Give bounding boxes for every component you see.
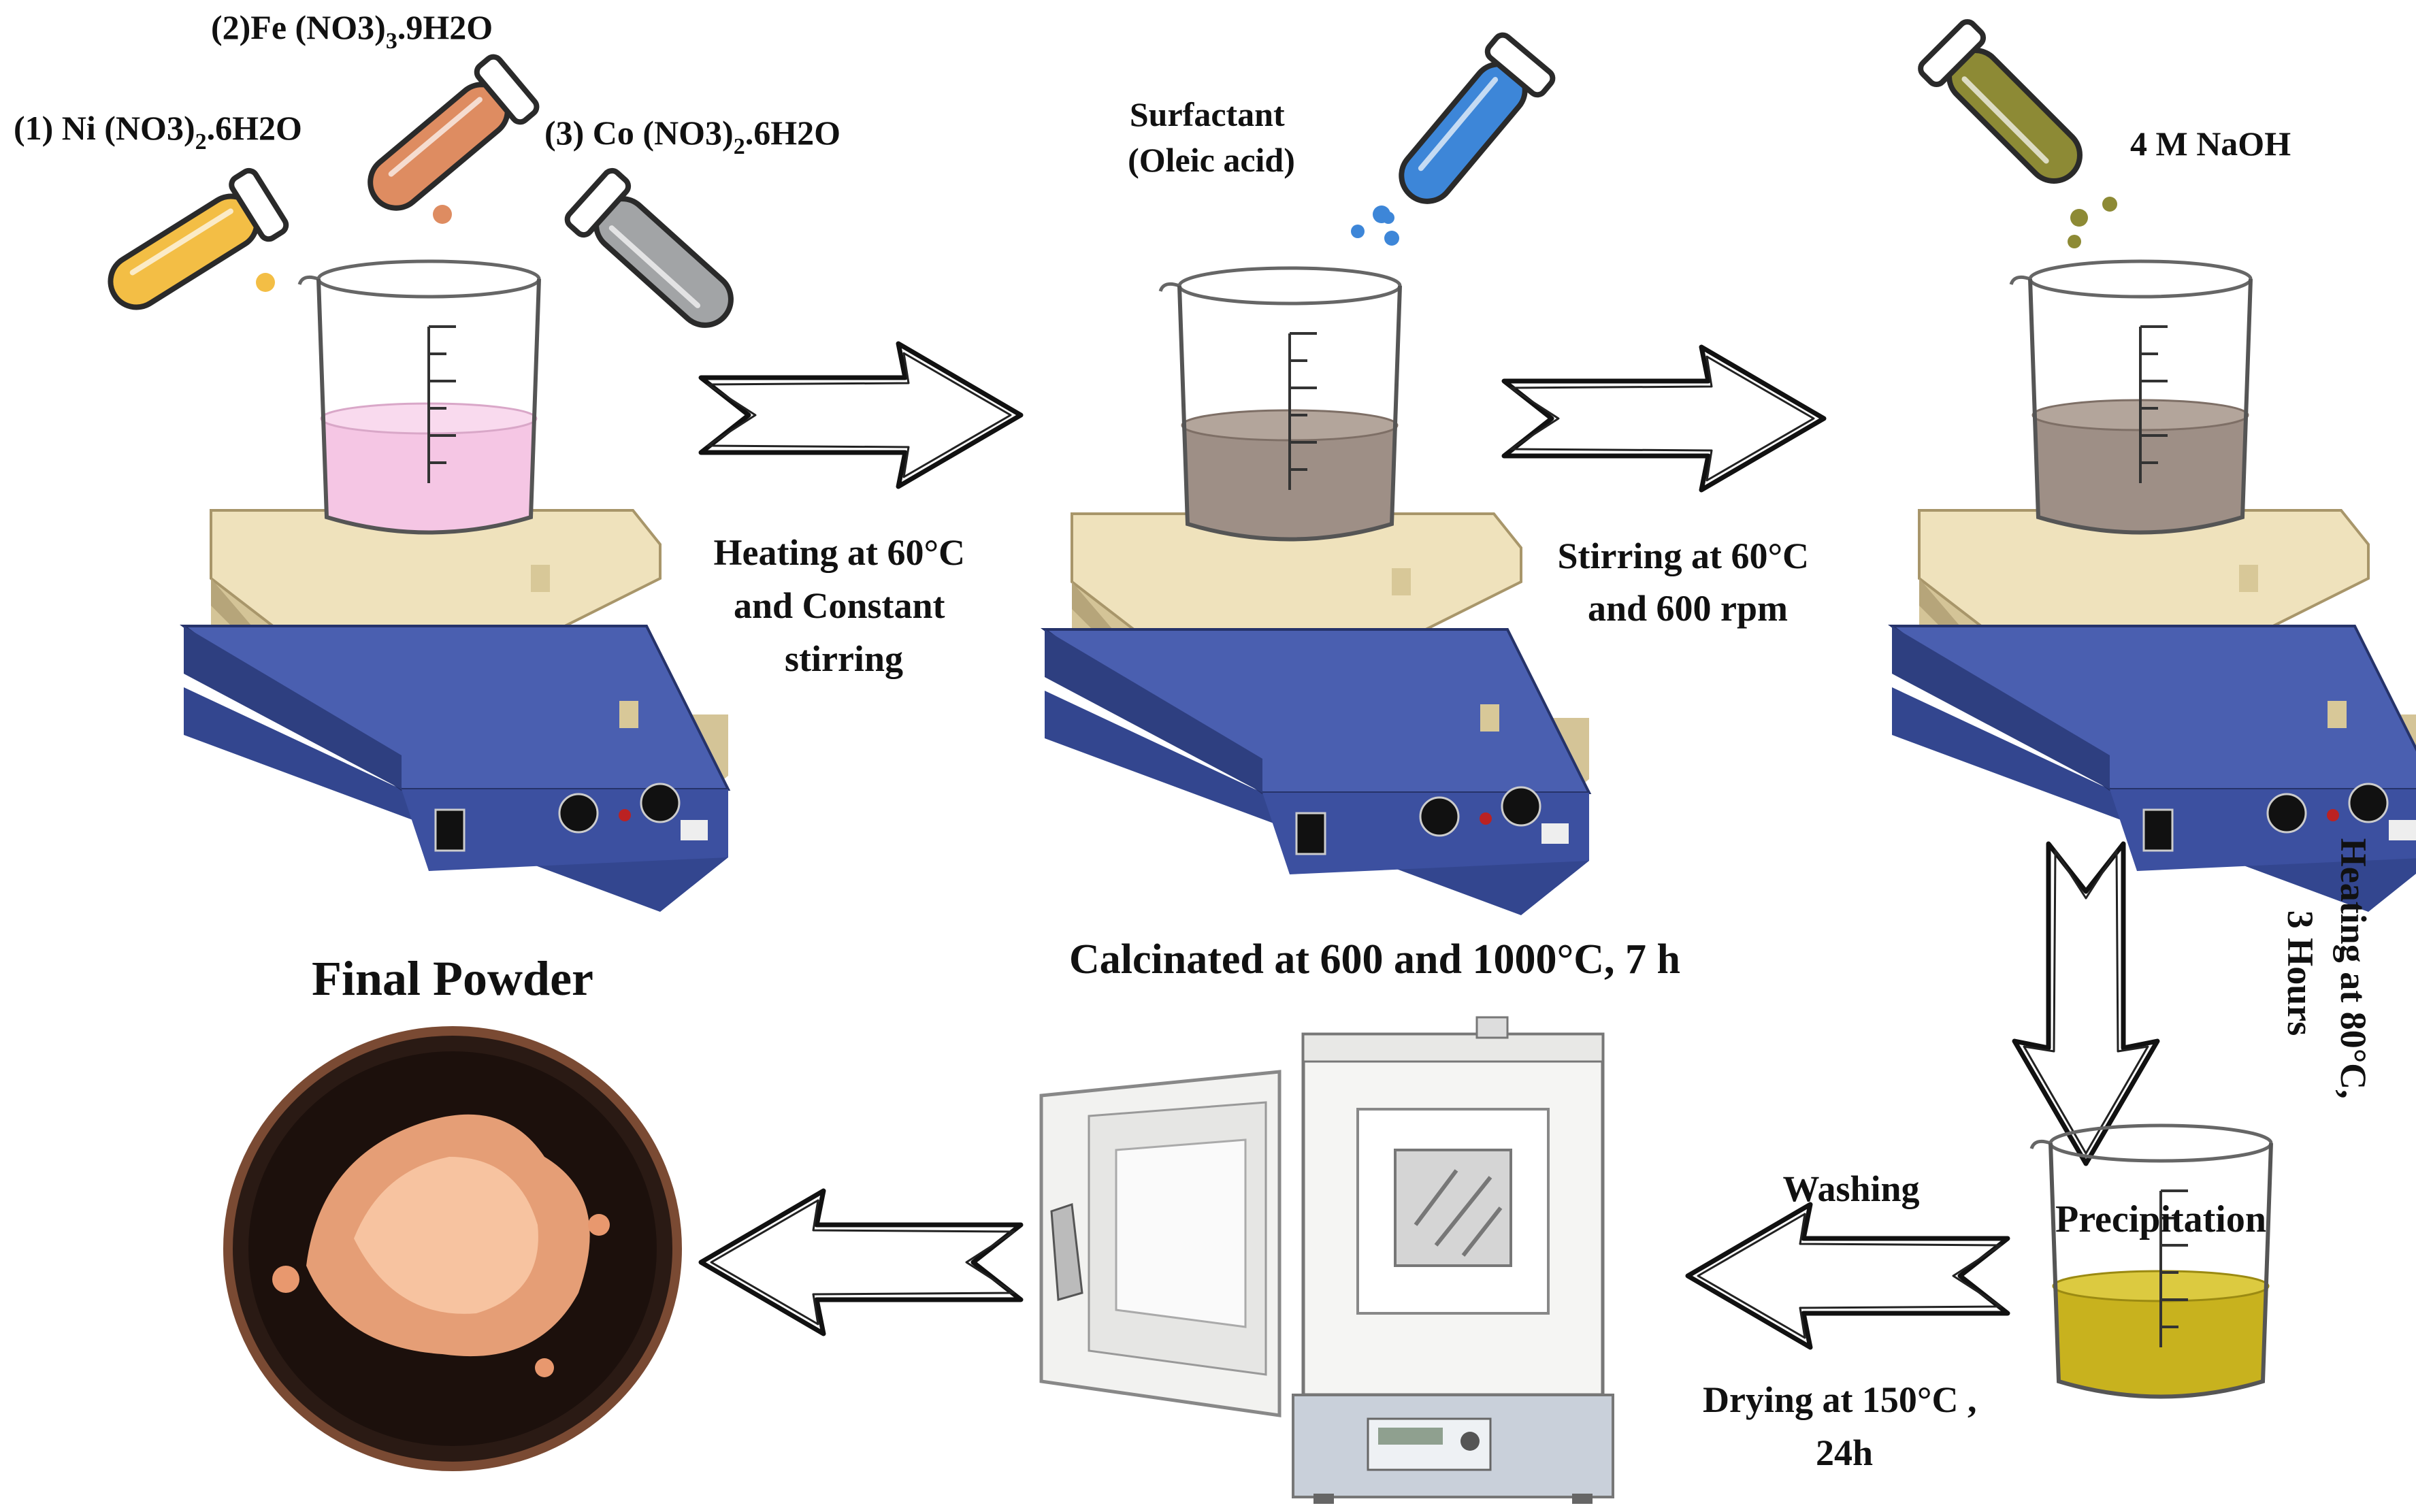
arrow-step-3-icon [2014, 844, 2157, 1164]
surfactant-label: Surfactant (Oleic acid) [1128, 95, 1295, 179]
precipitation-label: Precipitation [2055, 1198, 2266, 1240]
test-tube-oleic-acid-icon [1384, 32, 1556, 218]
final-powder-dish-icon [223, 1026, 682, 1471]
beaker-1 [299, 261, 539, 533]
step3-label: Heating at 80°C, 3 Hours [2280, 838, 2374, 1108]
reagent-label-co: (3) Co (NO3)2.6H2O [544, 114, 840, 159]
test-tube-naoh-icon [1917, 18, 2097, 198]
drip-icon [2068, 235, 2081, 248]
reagent-label-fe: (2)Fe (NO3)3.9H2O [211, 8, 493, 54]
arrow-step-4-icon [1688, 1204, 2008, 1347]
beaker-2 [1160, 268, 1400, 540]
test-tube-ni-icon [96, 167, 289, 325]
drip-icon [433, 205, 452, 224]
drip-icon [256, 273, 275, 292]
arrow-step-1-icon [701, 344, 1021, 487]
naoh-label: 4 M NaOH [2130, 125, 2291, 163]
drip-icon [2102, 197, 2117, 212]
drip-icon [2070, 209, 2088, 227]
precipitation-beaker [2031, 1125, 2271, 1397]
magnetic-stirrer-2-icon [1043, 512, 1590, 917]
washing-label: Washing [1782, 1168, 1919, 1209]
drip-icon [1351, 225, 1365, 238]
calcination-label: Calcinated at 600 and 1000°C, 7 h [1069, 936, 1680, 983]
drip-icon [1382, 212, 1394, 224]
muffle-furnace-icon [1039, 1016, 1614, 1504]
reagent-label-ni: (1) Ni (NO3)2.6H2O [14, 109, 302, 154]
arrow-step-5-icon [701, 1191, 1021, 1334]
step1-label: Heating at 60°C and Constant stirring [713, 532, 974, 679]
step2-label: Stirring at 60°C and 600 rpm [1557, 536, 1818, 629]
test-tube-fe-icon [354, 54, 540, 226]
magnetic-stirrer-1-icon [182, 509, 730, 913]
beaker-3 [2011, 261, 2251, 533]
final-powder-label: Final Powder [312, 951, 593, 1006]
arrow-step-2-icon [1504, 347, 1824, 490]
drying-label: Drying at 150°C , 24h [1703, 1379, 1986, 1473]
test-tube-co-icon [564, 167, 748, 343]
drip-icon [1384, 231, 1399, 246]
